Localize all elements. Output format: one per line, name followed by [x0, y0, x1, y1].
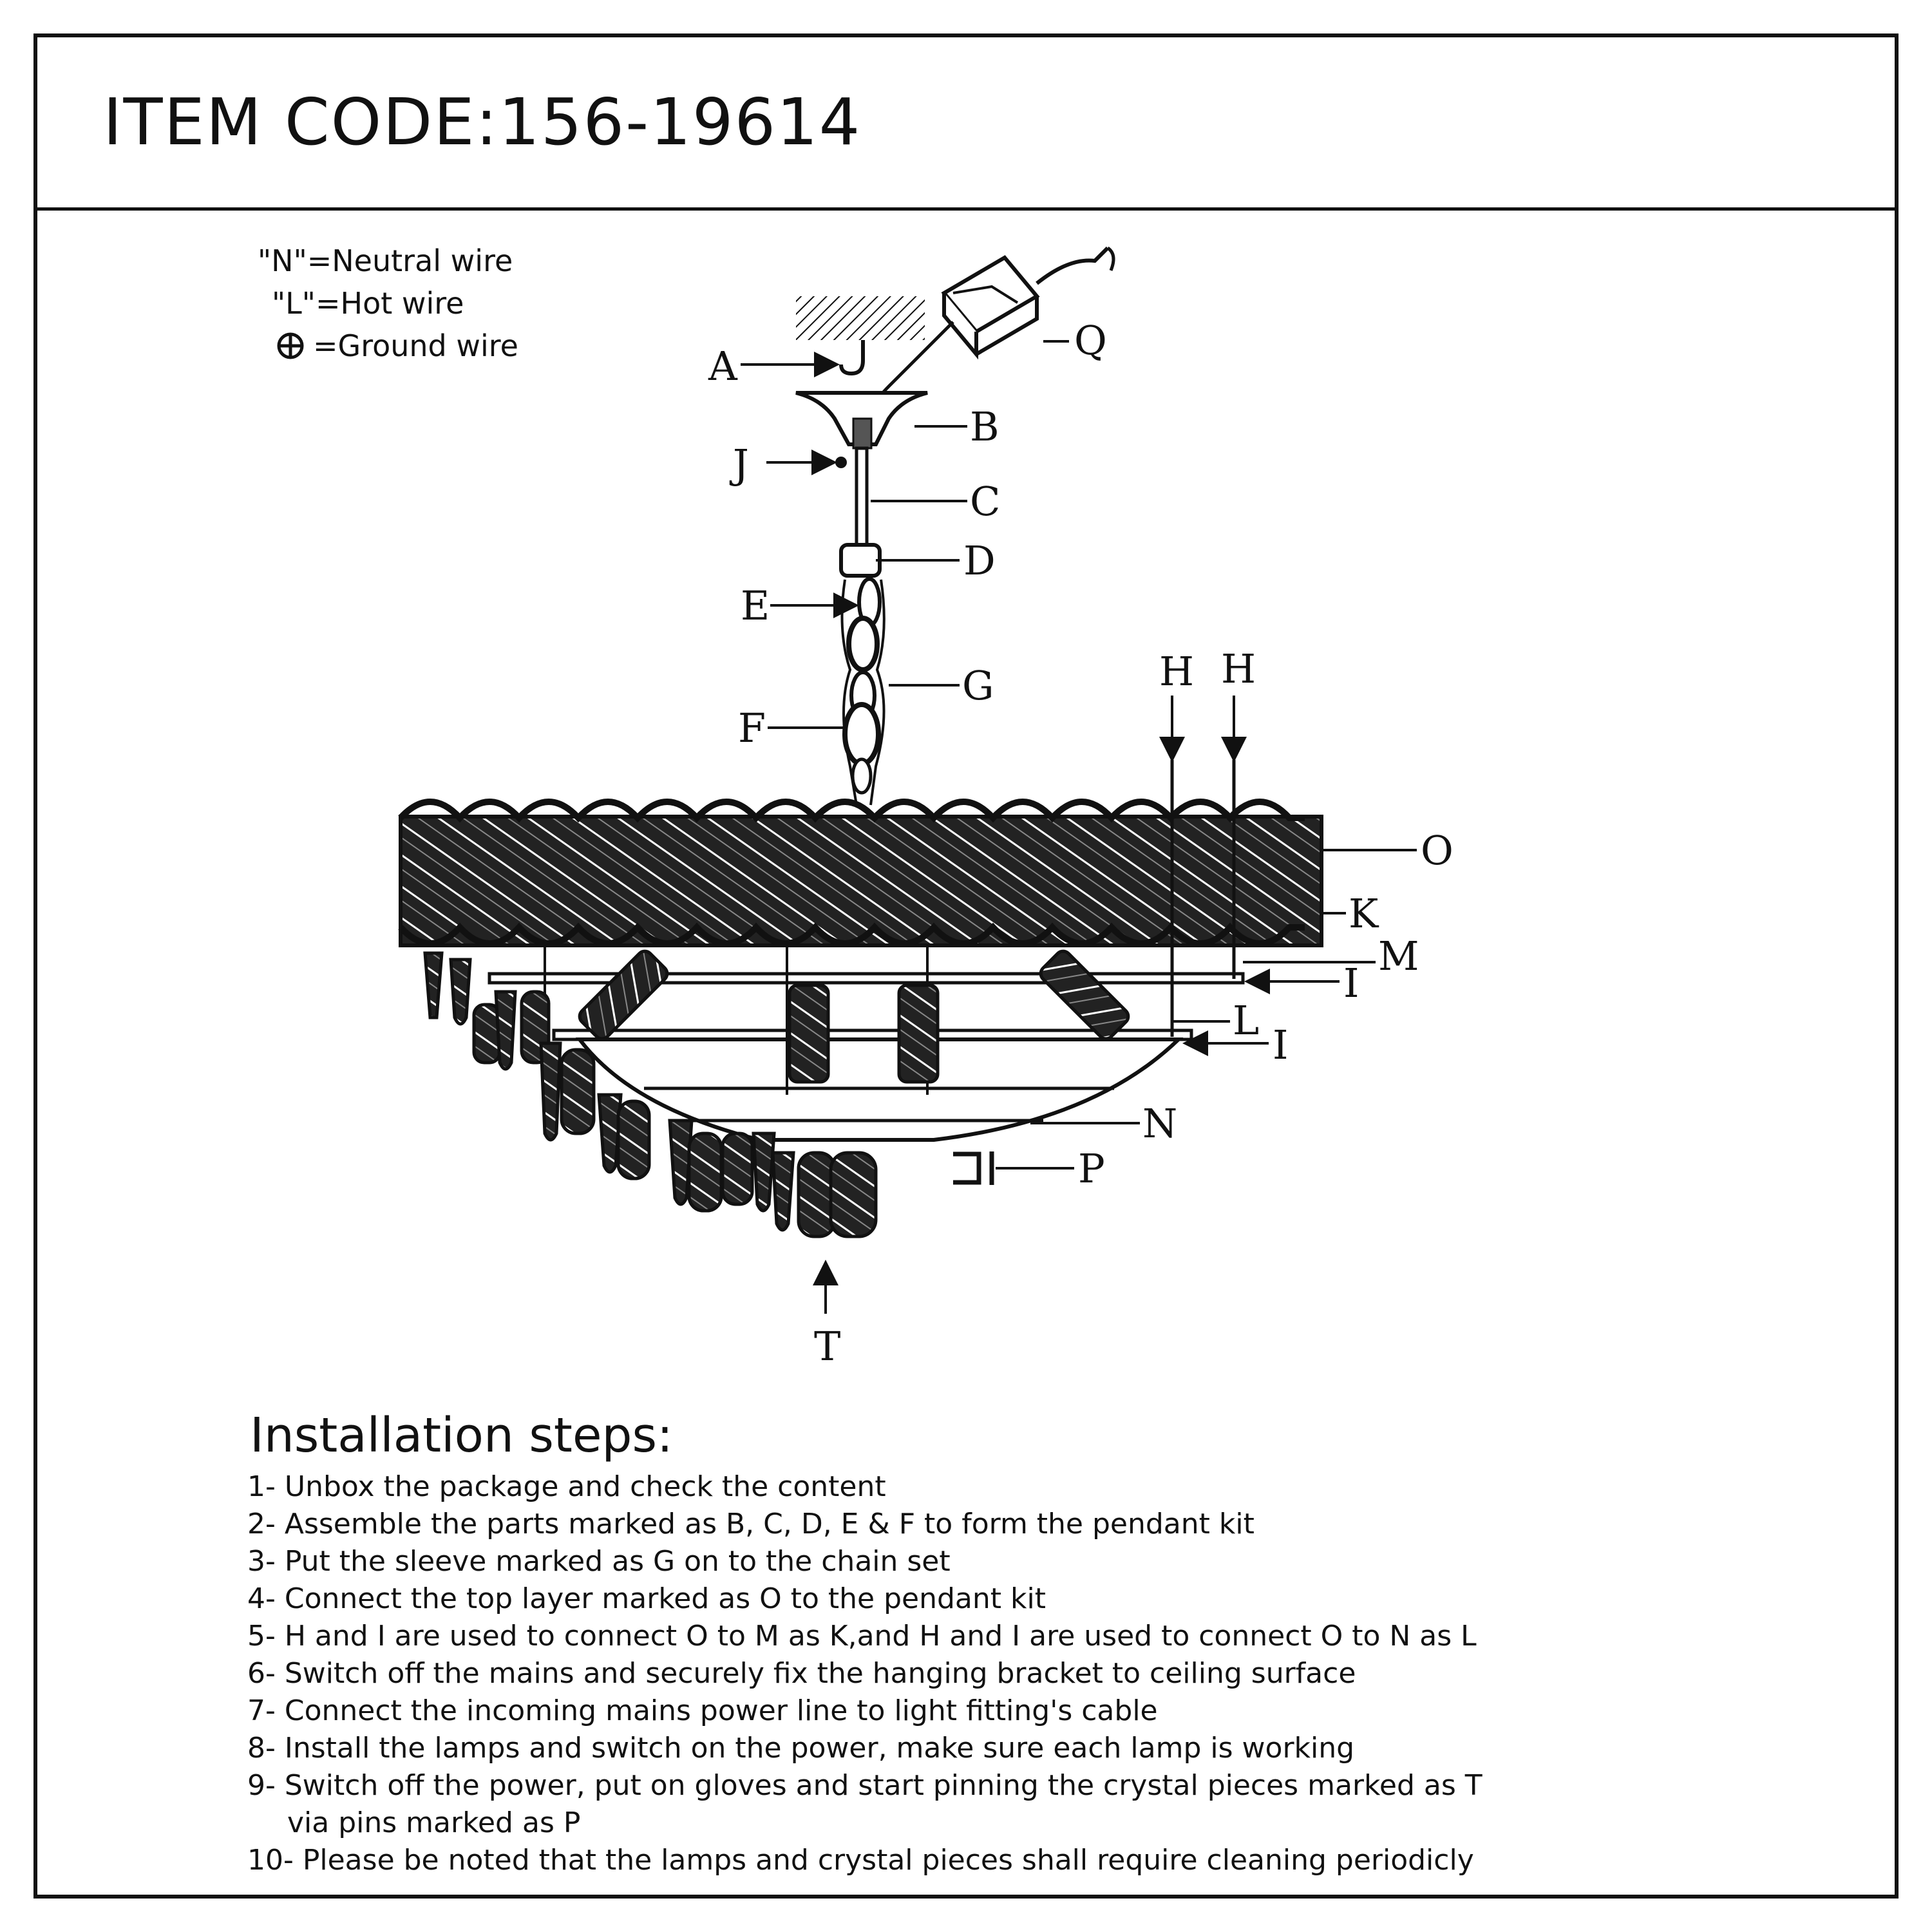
label-C: C [970, 478, 1000, 525]
top-crystal-layer [399, 815, 1323, 947]
label-Q: Q [1074, 317, 1107, 364]
hanging-crystals [423, 951, 878, 1238]
label-G: G [962, 662, 994, 709]
canopy-collar [852, 417, 873, 450]
label-J: J [729, 440, 749, 488]
step-3: 3- Put the sleeve marked as G on to the … [247, 1545, 951, 1578]
label-I-1: I [1343, 960, 1359, 1007]
label-H-1: H [1159, 648, 1194, 695]
label-H-2: H [1221, 645, 1256, 692]
lamp-holders [578, 949, 1130, 1084]
label-M: M [1378, 933, 1419, 980]
step-2: 2- Assemble the parts marked as B, C, D,… [247, 1508, 1255, 1540]
step-5: 5- H and I are used to connect O to M as… [247, 1620, 1477, 1653]
wire-legend: "N"=Neutral wire "L"=Hot wire =Ground wi… [258, 240, 518, 367]
legend-ground-row: =Ground wire [258, 325, 518, 367]
ceiling-surface [796, 296, 925, 340]
label-L: L [1233, 997, 1259, 1044]
step-7: 7- Connect the incoming mains power line… [247, 1694, 1158, 1727]
label-T: T [814, 1323, 840, 1370]
label-D: D [963, 537, 996, 584]
step-6: 6- Switch off the mains and securely fix… [247, 1657, 1356, 1690]
suspension-rod [855, 446, 869, 547]
chain-with-sleeve [840, 577, 886, 806]
installation-steps: 1- Unbox the package and check the conte… [247, 1468, 1482, 1879]
item-code-title: ITEM CODE:156-19614 [103, 84, 862, 160]
label-O: O [1421, 827, 1454, 874]
step-1: 1- Unbox the package and check the conte… [247, 1470, 886, 1503]
step-9: 9- Switch off the power, put on gloves a… [247, 1769, 1482, 1802]
pin-P [953, 1151, 981, 1185]
leader-lines [741, 340, 1417, 1314]
junction-box [941, 246, 1115, 360]
label-P: P [1078, 1145, 1105, 1192]
step-4: 4- Connect the top layer marked as O to … [247, 1582, 1046, 1615]
loop-connector [839, 543, 882, 578]
legend-ground: =Ground wire [313, 328, 518, 363]
set-screw [835, 457, 847, 468]
label-N: N [1142, 1100, 1177, 1147]
label-F: F [738, 705, 766, 752]
step-8: 8- Install the lamps and switch on the p… [247, 1732, 1355, 1765]
label-A: A [708, 343, 738, 390]
header-divider [33, 207, 1899, 211]
installation-title: Installation steps: [250, 1408, 673, 1463]
label-E: E [741, 582, 770, 629]
ground-symbol-icon [277, 332, 304, 359]
label-I-2: I [1273, 1021, 1289, 1068]
top-layer-scallops [398, 799, 1305, 947]
step-9-continued: via pins marked as P [287, 1806, 581, 1839]
label-K: K [1349, 890, 1379, 937]
step-10: 10- Please be noted that the lamps and c… [247, 1844, 1474, 1877]
label-B: B [970, 403, 999, 450]
page-frame [33, 33, 1899, 1899]
hanging-hook [839, 340, 865, 376]
legend-hot: "L"=Hot wire [272, 286, 464, 321]
legend-neutral: "N"=Neutral wire [258, 243, 513, 278]
ring-M [488, 972, 1245, 985]
